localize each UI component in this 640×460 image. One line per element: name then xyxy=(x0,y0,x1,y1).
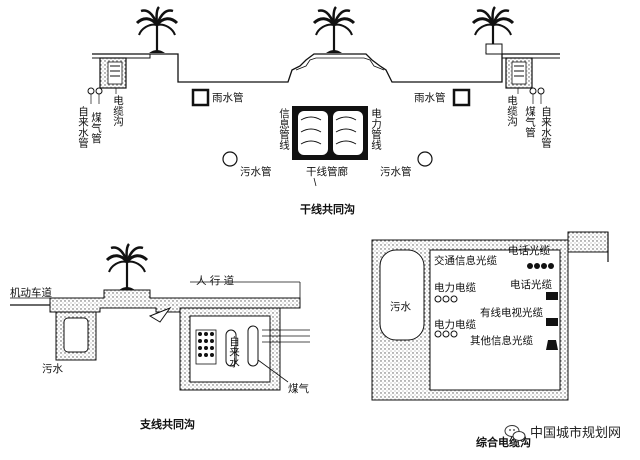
gas-label: 煤气 xyxy=(288,382,309,395)
pointer-mark xyxy=(313,177,317,187)
bottom-left-diagram: 机动车道 人 行 道 污水 自来水 煤气 支线共同沟 xyxy=(10,242,310,431)
cable-chamber xyxy=(429,249,561,391)
info-pipe-label: 信息管线 xyxy=(278,108,290,150)
sewer-pipe-right-icon xyxy=(417,151,433,167)
sidewalk-label: 人 行 道 xyxy=(196,274,235,287)
power-cable-icon xyxy=(434,295,458,303)
rain-pipe-right-label: 雨水管 xyxy=(414,91,446,104)
other-fiber-icon xyxy=(546,340,558,350)
left-water-label: 自来水管 xyxy=(77,105,89,149)
sewer-pipe-left-label: 污水管 xyxy=(240,165,272,178)
power-cable-2-label: 电力电缆 xyxy=(434,318,476,331)
corridor-cable xyxy=(300,116,322,145)
palm-tree-icon xyxy=(312,5,356,55)
phone-fiber-1-label: 电话光缆 xyxy=(508,244,550,257)
cover-slab xyxy=(567,231,609,253)
water-pipe-icon xyxy=(537,87,545,95)
power-cable-1-label: 电力电缆 xyxy=(434,281,476,294)
sewage-label: 污水 xyxy=(390,301,411,313)
trench-cover xyxy=(485,43,503,55)
gas-pipe-icon xyxy=(247,325,259,367)
left-cable-label: 电缆沟 xyxy=(112,94,124,127)
phone-fiber-2-label: 电话光缆 xyxy=(510,278,552,291)
cable-tv-icon xyxy=(546,318,558,326)
top-caption: 干线共同沟 xyxy=(300,202,355,216)
palm-tree-icon xyxy=(105,242,149,292)
sewage-label: 污水 xyxy=(42,363,63,375)
cable-rack xyxy=(195,329,217,365)
sewage-cell xyxy=(63,317,89,353)
sewer-pipe-left-icon xyxy=(222,151,238,167)
left-gas-label: 煤气管 xyxy=(90,111,102,144)
sewage-channel xyxy=(379,249,425,341)
palm-tree-icon xyxy=(135,5,179,55)
phone-fiber-icon xyxy=(546,292,558,300)
top-diagram: 雨水管 雨水管 污水管 污水管 干线管廊 干线共同沟 信息管线 电力管线 自来水… xyxy=(77,5,560,216)
sewer-pipe-right-label: 污水管 xyxy=(380,165,412,178)
right-water-label: 自来水管 xyxy=(540,105,552,149)
watermark-text: 中国城市规划网 xyxy=(530,425,621,441)
watermark: 中国城市规划网 xyxy=(504,425,621,441)
gas-pipe-icon xyxy=(95,87,103,95)
trench-inner xyxy=(107,61,123,85)
gas-leader xyxy=(257,359,289,383)
water-pipe-icon xyxy=(87,87,95,95)
rain-pipe-left-label: 雨水管 xyxy=(212,91,244,104)
bottom-left-caption: 支线共同沟 xyxy=(139,417,195,431)
other-fiber-label: 其他信息光缆 xyxy=(470,334,533,347)
cable-tv-label: 有线电视光缆 xyxy=(480,306,543,319)
tap-water-label: 自来水 xyxy=(228,335,240,367)
corridor-cable xyxy=(335,116,357,145)
motorway-label: 机动车道 xyxy=(10,286,52,299)
right-gas-label: 煤气管 xyxy=(524,105,536,138)
power-pipe-label: 电力管线 xyxy=(370,107,382,150)
trunk-corridor-label: 干线管廊 xyxy=(306,165,348,178)
rain-pipe-left-icon xyxy=(191,88,210,107)
water-pipe-icon xyxy=(225,329,237,367)
traffic-fiber-label: 交通信息光缆 xyxy=(434,254,497,267)
phone-fiber-icon xyxy=(527,263,554,269)
drain-arrow xyxy=(148,306,172,323)
trench-inner xyxy=(511,61,527,85)
gas-pipe-icon xyxy=(529,87,537,95)
median-step xyxy=(295,57,385,71)
ground-surface xyxy=(92,53,560,83)
power-cable-icon xyxy=(434,330,458,338)
bottom-right-diagram: 污水 交通信息光缆 电话光缆 电力电缆 电话光缆 有线电视光缆 电力电缆 其他信… xyxy=(371,231,609,449)
right-cable-label: 电缆沟 xyxy=(506,94,518,127)
rain-pipe-right-icon xyxy=(452,88,471,107)
wechat-icon xyxy=(504,425,526,441)
